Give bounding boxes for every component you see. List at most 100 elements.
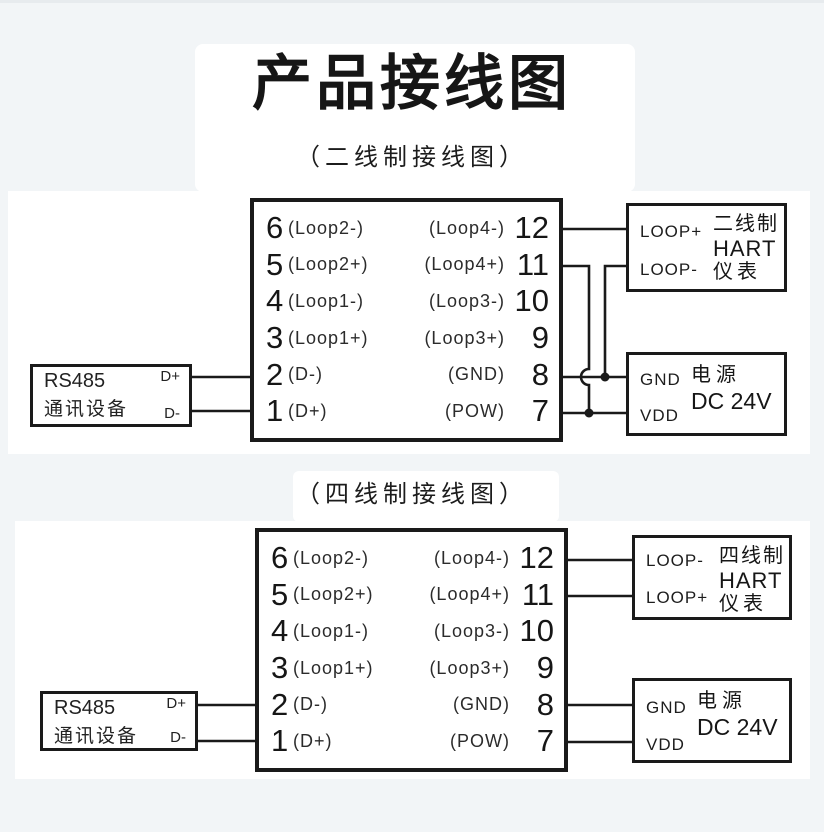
pin-label-left: (Loop2-) [293, 547, 370, 568]
hart-name-line3: 仪表 [713, 261, 761, 283]
power-name-line1: 电源 [697, 690, 747, 712]
subtitle2-panel [293, 471, 559, 522]
pin-label-right: (Loop4+) [429, 584, 510, 605]
hart-name-line2: HART [713, 236, 777, 261]
rs485-device-label: 通讯设备 [54, 726, 139, 747]
pin-number-right: 9 [536, 650, 554, 686]
pin-number-left: 5 [271, 576, 289, 612]
pin-number-right: 12 [514, 210, 549, 246]
terminal-vdd: VDD [640, 406, 679, 425]
pin-label-left: (D-) [293, 694, 328, 715]
pin-number-right: 8 [531, 356, 549, 392]
pin-number-left: 4 [266, 283, 284, 319]
rs485-label: RS485 [44, 370, 106, 392]
terminal-loop-minus: LOOP- [646, 551, 704, 570]
power-name-line2: DC 24V [691, 388, 772, 414]
pin-number-left: 5 [266, 246, 284, 282]
pin-number-left: 1 [271, 723, 289, 759]
wire-pin11-vdd-with-hop [561, 264, 591, 412]
terminal-row: 5 (Loop2+) (Loop4+) 11 [266, 247, 549, 284]
wire-loopminus-gnd [603, 264, 628, 375]
hart-instrument-box-two-wire: LOOP+ LOOP- 二线制 HART 仪表 [626, 203, 787, 292]
power-name-line1: 电源 [691, 364, 741, 386]
pin-label-left: (D+) [293, 730, 333, 751]
terminal-vdd: VDD [646, 735, 685, 754]
pin-number-left: 4 [271, 613, 289, 649]
pin-number-left: 3 [271, 650, 289, 686]
pin-number-right: 12 [519, 540, 554, 576]
terminal-row: 1 (D+) (POW) 7 [266, 393, 549, 430]
pin-label-left: (D+) [288, 400, 328, 421]
hart-name-line2: HART [719, 568, 783, 593]
hart-name-line1: 四线制 [719, 545, 785, 567]
page-title: 产品接线图 [252, 51, 572, 117]
pin-number-right: 9 [531, 320, 549, 356]
pin-label-right: (GND) [453, 694, 510, 715]
junction-dot [600, 372, 610, 382]
junction-dot [584, 408, 594, 418]
terminal-block-four-wire: 6 (Loop2-) (Loop4-) 12 5 (Loop2+) (Loop4… [255, 528, 568, 772]
hart-name-line3: 仪表 [719, 593, 767, 615]
top-strip [0, 0, 824, 3]
pin-number-left: 1 [266, 393, 284, 429]
terminal-row: 4 (Loop1-) (Loop3-) 10 [271, 613, 554, 650]
rs485-device-box-1: RS485 通讯设备 D+ D- [30, 364, 192, 427]
terminal-gnd: GND [640, 370, 681, 389]
terminal-gnd: GND [646, 698, 687, 717]
pin-number-right: 11 [521, 576, 554, 612]
pin-number-right: 8 [536, 686, 554, 722]
title-panel [195, 44, 635, 192]
terminal-d-minus: D- [170, 729, 186, 746]
pin-number-right: 7 [531, 393, 549, 429]
subtitle-two-wire: （二线制接线图） [296, 145, 528, 171]
pin-label-left: (Loop1-) [293, 620, 370, 641]
terminal-loop-plus: LOOP+ [640, 222, 703, 241]
pin-label-left: (Loop2-) [288, 217, 365, 238]
pin-label-right: (Loop3-) [428, 290, 505, 311]
terminal-block-two-wire: 6 (Loop2-) (Loop4-) 12 5 (Loop2+) (Loop4… [250, 198, 563, 442]
pin-number-left: 2 [266, 356, 284, 392]
terminal-d-plus: D+ [166, 695, 186, 712]
pin-number-left: 6 [266, 210, 284, 246]
power-supply-box-four-wire: GND VDD 电源 DC 24V [632, 678, 792, 763]
rs485-label: RS485 [54, 697, 116, 719]
terminal-row: 2 (D-) (GND) 8 [266, 356, 549, 393]
pin-label-left: (Loop1-) [288, 290, 365, 311]
terminal-row: 1 (D+) (POW) 7 [271, 723, 554, 760]
pin-label-right: (Loop3+) [429, 657, 510, 678]
pin-label-right: (POW) [445, 400, 505, 421]
pin-label-right: (Loop4-) [433, 547, 510, 568]
hart-instrument-box-four-wire: LOOP- LOOP+ 四线制 HART 仪表 [632, 535, 792, 620]
terminal-row: 3 (Loop1+) (Loop3+) 9 [266, 320, 549, 357]
rs485-device-box-2: RS485 通讯设备 D+ D- [40, 691, 198, 751]
terminal-d-minus: D- [164, 405, 180, 422]
pin-number-right: 11 [516, 246, 549, 282]
pin-label-left: (Loop1+) [288, 327, 369, 348]
rs485-device-label: 通讯设备 [44, 399, 129, 420]
terminal-d-plus: D+ [160, 368, 180, 385]
pin-label-right: (POW) [450, 730, 510, 751]
subtitle-four-wire: （四线制接线图） [296, 482, 528, 508]
terminal-row: 5 (Loop2+) (Loop4+) 11 [271, 577, 554, 614]
hart-instrument-name: 四线制 HART 仪表 [719, 545, 785, 616]
power-supply-box-two-wire: GND VDD 电源 DC 24V [626, 352, 787, 436]
power-supply-name: 电源 DC 24V [697, 688, 778, 741]
pin-number-right: 7 [536, 723, 554, 759]
pin-label-left: (D-) [288, 364, 323, 385]
terminal-row: 6 (Loop2-) (Loop4-) 12 [266, 210, 549, 247]
pin-label-left: (Loop2+) [293, 584, 374, 605]
power-supply-name: 电源 DC 24V [691, 362, 772, 415]
terminal-loop-plus: LOOP+ [646, 588, 709, 607]
pin-label-right: (Loop4+) [424, 254, 505, 275]
hart-name-line1: 二线制 [713, 213, 779, 235]
pin-label-right: (GND) [448, 364, 505, 385]
pin-label-right: (Loop4-) [428, 217, 505, 238]
terminal-loop-minus: LOOP- [640, 260, 698, 279]
terminal-row: 6 (Loop2-) (Loop4-) 12 [271, 540, 554, 577]
pin-label-right: (Loop3+) [424, 327, 505, 348]
pin-number-right: 10 [519, 613, 554, 649]
pin-number-left: 2 [271, 686, 289, 722]
hart-instrument-name: 二线制 HART 仪表 [713, 213, 779, 284]
pin-number-right: 10 [514, 283, 549, 319]
